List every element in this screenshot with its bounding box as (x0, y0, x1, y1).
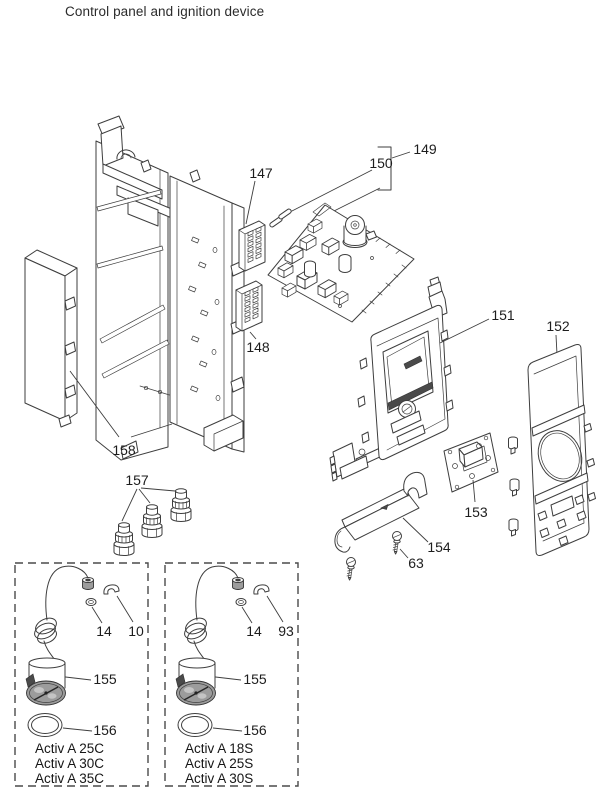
front-panel-drawing (508, 334, 596, 556)
side-cover-drawing (24, 249, 78, 428)
model-name: Activ A 25C (35, 741, 104, 756)
callout-149: 149 (413, 141, 437, 157)
callout-14-a: 14 (96, 623, 112, 639)
callout-155-b: 155 (243, 671, 267, 687)
callout-151: 151 (491, 307, 515, 323)
variant-box-b-border (164, 562, 299, 787)
ignition-pcb-drawing (267, 146, 415, 323)
mounting-bracket-drawing (334, 471, 429, 553)
callout-147: 147 (249, 165, 273, 181)
control-pcb-drawing (443, 432, 499, 503)
variant-box-a-border (14, 562, 149, 787)
variant-box-b: 14 93 155 156 Activ A 18S Activ A 25S Ac… (164, 562, 299, 787)
callout-14-b: 14 (246, 623, 262, 639)
callout-156-a: 156 (93, 722, 117, 738)
terminal-block-148 (235, 280, 263, 340)
variant-box-a: 14 10 155 156 Activ A 25C Activ A 30C Ac… (14, 562, 149, 787)
callout-152: 152 (546, 318, 570, 334)
callout-153: 153 (464, 504, 488, 520)
display-frame-drawing (329, 276, 490, 482)
model-name: Activ A 25S (185, 756, 253, 771)
panel-side-clips (508, 436, 520, 537)
callout-150: 150 (369, 155, 393, 171)
model-name: Activ A 35C (35, 771, 104, 786)
screws-drawing (346, 531, 409, 581)
callout-155-a: 155 (93, 671, 117, 687)
callout-148: 148 (246, 339, 270, 355)
model-name: Activ A 30C (35, 756, 104, 771)
gauge-kit-drawing (175, 565, 284, 738)
callout-158: 158 (112, 442, 136, 458)
callout-156-b: 156 (243, 722, 267, 738)
callout-63: 63 (408, 555, 424, 571)
cable-glands-drawing (113, 487, 192, 556)
callout-10: 10 (128, 623, 144, 639)
leader-158 (69, 370, 173, 438)
callout-157: 157 (125, 472, 149, 488)
callout-labels: 147 148 150 149 151 152 153 154 63 157 1… (112, 141, 570, 571)
chassis-drawing (95, 115, 245, 461)
callout-154: 154 (427, 539, 451, 555)
model-name: Activ A 30S (185, 771, 253, 786)
callout-93: 93 (278, 623, 294, 639)
gauge-kit-drawing (25, 565, 134, 738)
model-name: Activ A 18S (185, 741, 253, 756)
terminal-block-147 (238, 180, 266, 272)
page-title: Control panel and ignition device (65, 4, 265, 19)
